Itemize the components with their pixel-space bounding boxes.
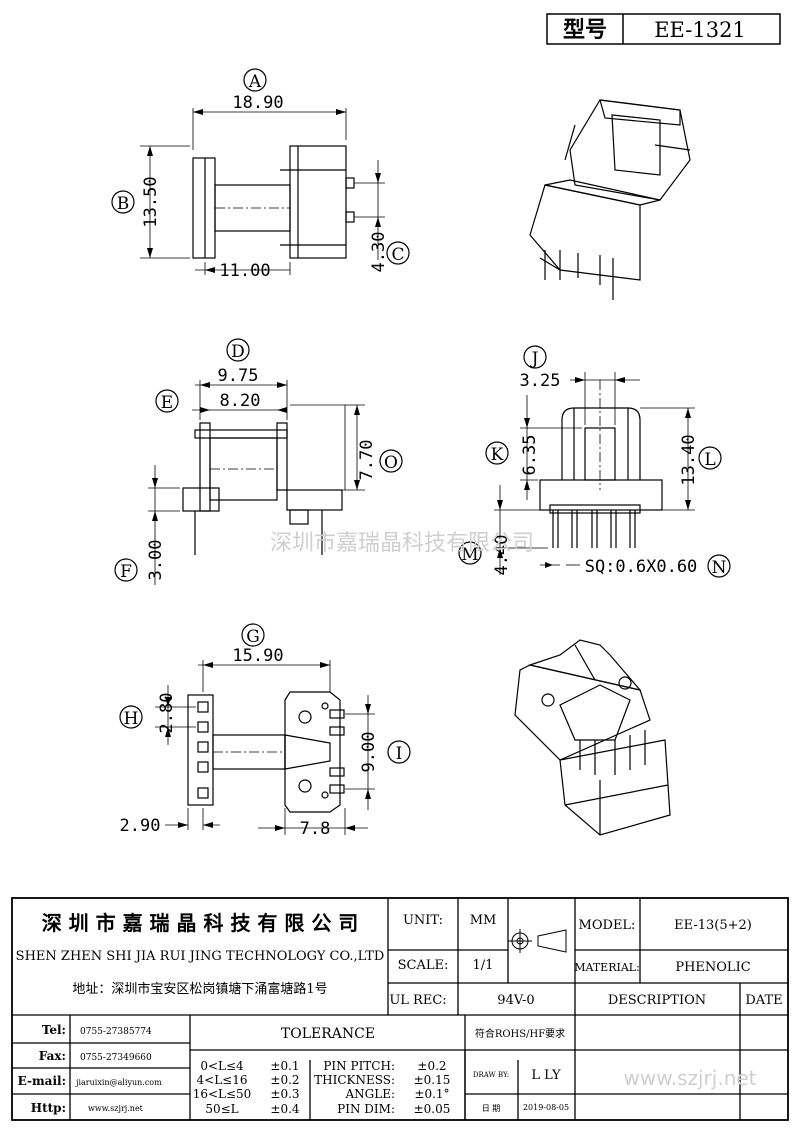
label-h: H	[124, 709, 139, 729]
label-j: J	[530, 349, 539, 369]
label-d: D	[231, 342, 245, 362]
ul-value: 94V-0	[497, 993, 534, 1008]
tol-range: 50≤L	[205, 1102, 238, 1116]
material-value: PHENOLIC	[675, 960, 750, 975]
draw-by-value: L LY	[531, 1068, 561, 1083]
label-e: E	[161, 393, 173, 413]
dim-c: 4.30	[369, 232, 389, 273]
scale-label: SCALE:	[398, 958, 449, 973]
tol-name: ANGLE:	[344, 1087, 395, 1101]
email-value: jiaruixin@aliyun.com	[75, 1078, 162, 1087]
dim-b: 13.50	[141, 176, 161, 227]
http-value: www.szjrj.net	[88, 1104, 144, 1113]
title-block: 深 圳 市 嘉 瑞 晶 科 技 有 限 公 司 SHEN ZHEN SHI JI…	[11, 897, 789, 1121]
tol-value: ±0.1	[270, 1059, 299, 1073]
view-side: 9.75 D 8.20 E 7.70 O 3.00 F	[114, 338, 403, 585]
dim-left: 2.90	[120, 816, 161, 836]
view-top-left: 18.90 A 13.50 B 4.30 C 11.00	[111, 68, 410, 281]
tol-name: THICKNESS:	[314, 1073, 395, 1087]
fax-label: Fax:	[39, 1049, 66, 1063]
view-front: 3.25 J 6.35 K 13.40 L 4.40 M SQ:0.6X0.	[458, 345, 731, 578]
tol-value: ±0.15	[414, 1073, 451, 1087]
tol-value: ±0.4	[270, 1102, 300, 1116]
dim-o: 7.70	[357, 440, 377, 481]
label-f: F	[120, 562, 132, 582]
model-header-label: 型号	[563, 17, 607, 43]
label-l: L	[704, 450, 715, 470]
tol-range: 4<L≤16	[197, 1073, 248, 1087]
date-value: 2019-08-05	[523, 1103, 569, 1112]
dim-e: 8.20	[220, 391, 261, 411]
date-cn-label: 日 期	[482, 1104, 501, 1113]
iso-view-bottom	[514, 639, 671, 836]
tel-value: 0755-27385774	[80, 1027, 152, 1037]
view-bottom: 15.90 G 2.80 H 9.00 I 2.90 7.8	[119, 623, 411, 839]
tolerance-table: 0<L≤4 ±0.1 4<L≤16 ±0.2 16<L≤50 ±0.3 50≤L…	[193, 1059, 451, 1116]
tol-value: ±0.3	[270, 1087, 299, 1101]
tolerance-label: TOLERANCE	[281, 1026, 375, 1042]
dim-i: 9.00	[359, 732, 379, 773]
description-label: DESCRIPTION	[608, 993, 706, 1008]
dim-a: 18.90	[232, 93, 283, 113]
company-cn: 深 圳 市 嘉 瑞 晶 科 技 有 限 公 司	[42, 911, 359, 935]
projection-symbol-icon	[508, 929, 567, 953]
dim-j: 3.25	[520, 371, 561, 391]
tol-range: 16<L≤50	[193, 1087, 252, 1101]
label-c: C	[391, 245, 404, 265]
website-watermark: www.szjrj.net	[623, 1066, 756, 1090]
dim-d: 9.75	[218, 366, 259, 386]
label-m: M	[461, 545, 478, 565]
dim-right: 7.8	[300, 819, 331, 839]
dim-k: 6.35	[520, 435, 540, 476]
dim-l: 13.40	[679, 434, 699, 485]
scale-value: 1/1	[473, 958, 494, 973]
dim-f: 3.00	[146, 540, 166, 581]
label-b: B	[117, 194, 130, 214]
company-en: SHEN ZHEN SHI JIA RUI JING TECHNOLOGY CO…	[16, 949, 385, 964]
watermark: 深圳市嘉瑞晶科技有限公司	[270, 531, 534, 556]
company-address: 地址：深圳市宝安区松岗镇塘下涌富塘路1号	[72, 981, 327, 997]
date-label: DATE	[745, 993, 782, 1008]
tol-name: PIN DIM:	[337, 1102, 395, 1116]
fax-value: 0755-27349660	[80, 1053, 152, 1063]
label-o: O	[384, 453, 398, 473]
email-label: E-mail:	[18, 1074, 66, 1088]
model-label: MODEL:	[579, 918, 636, 933]
label-a: A	[248, 72, 262, 92]
tol-value: ±0.05	[414, 1102, 451, 1116]
tel-label: Tel:	[42, 1023, 66, 1037]
tol-range: 0<L≤4	[200, 1059, 244, 1073]
model-header: 型号 EE-1321	[546, 13, 781, 45]
unit-label: UNIT:	[403, 913, 443, 928]
ul-label: UL REC:	[389, 993, 446, 1008]
front-pins	[549, 504, 641, 548]
draw-by-label: DRAW BY:	[473, 1071, 509, 1079]
rohs-text: 符合ROHS/HF要求	[475, 1027, 565, 1040]
label-i: I	[396, 744, 403, 764]
dim-n: SQ:0.6X0.60	[585, 557, 698, 577]
model-header-value: EE-1321	[654, 18, 746, 42]
material-label: MATERIAL:	[574, 961, 640, 974]
tol-value: ±0.2	[270, 1073, 299, 1087]
bottom-pins	[197, 701, 209, 799]
unit-value: MM	[470, 913, 497, 928]
tol-value: ±0.1°	[414, 1087, 449, 1101]
dim-h: 2.80	[157, 693, 177, 734]
iso-view-top	[529, 99, 691, 300]
dim-bottom: 11.00	[219, 261, 270, 281]
dim-g: 15.90	[232, 646, 283, 666]
tol-value: ±0.2	[417, 1059, 446, 1073]
model-value: EE-13(5+2)	[674, 918, 752, 933]
tol-name: PIN PITCH:	[323, 1059, 395, 1073]
label-k: K	[491, 445, 504, 465]
dim-m: 4.40	[492, 535, 512, 576]
label-g: G	[246, 627, 260, 647]
label-n: N	[712, 558, 727, 578]
http-label: Http:	[31, 1101, 66, 1115]
